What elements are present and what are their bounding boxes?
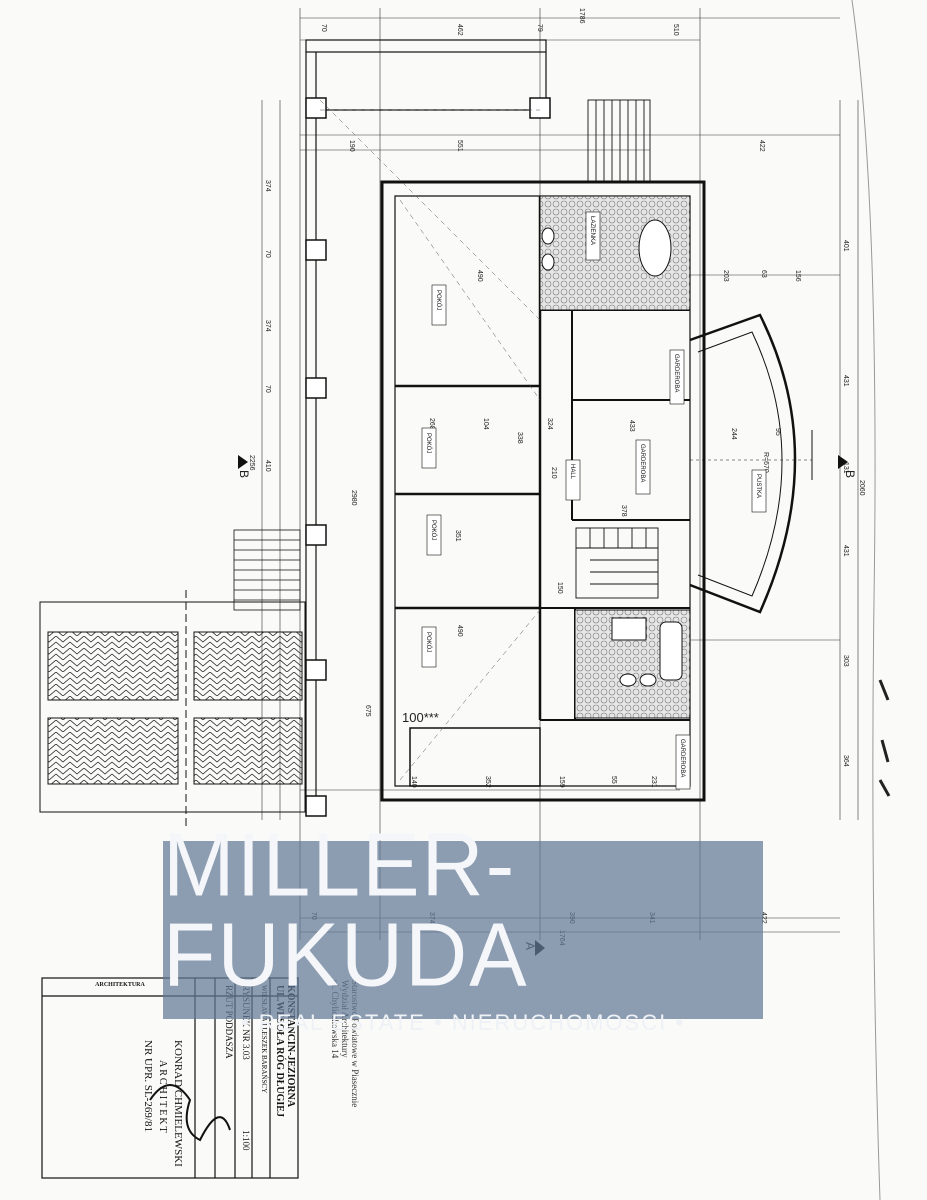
dim-in-10: 433 [628, 420, 635, 432]
top-stairs [587, 99, 651, 183]
dim-in-9: 150 [556, 582, 563, 594]
section-mark-left: B [237, 470, 251, 478]
dim-top-3: 79 [536, 24, 543, 32]
internal-stairs [575, 527, 659, 599]
dim-top-7: 190 [348, 140, 355, 152]
drawing-scale: 1:100 [241, 1130, 251, 1151]
dim-right-5: 431 [842, 545, 849, 557]
dim-in-12: 244 [730, 428, 737, 440]
dim-in-15: 203 [722, 270, 729, 282]
room-label-pokoj-1: POKÓJ [435, 290, 442, 310]
dim-right-7: 364 [842, 755, 849, 767]
dim-left-3: 374 [264, 320, 271, 332]
dim-right-1: 401 [842, 240, 849, 252]
dim-left-2: 70 [264, 250, 271, 258]
section-mark-right: B [843, 470, 857, 478]
dim-bot-7: 140 [410, 776, 417, 788]
signature [149, 1084, 231, 1142]
architect-title: ARCHITEKT [157, 1060, 168, 1135]
columns [305, 97, 551, 817]
dim-bot-10: 55 [610, 776, 617, 784]
dim-in-7: 324 [546, 418, 553, 430]
room-label-pokoj-3: POKÓJ [430, 520, 437, 540]
dim-left-4: 70 [264, 385, 271, 393]
dim-in-6: 338 [516, 432, 523, 444]
watermark-subtitle: • REAL ESTATE • NIERUCHOMOSCI • [240, 1010, 686, 1035]
dim-right-4: 2060 [858, 480, 865, 496]
dim-left-7: 2980 [350, 490, 357, 506]
dim-left-8: 675 [364, 705, 371, 717]
external-stairs [233, 529, 301, 611]
dim-top-1: 70 [320, 24, 327, 32]
dim-in-8: 210 [550, 467, 557, 479]
dim-in-11: 378 [620, 505, 627, 517]
paper-edge [851, 0, 881, 1200]
architect-name: KONRAD CHMIELEWSKI [172, 1040, 184, 1167]
roof-hatch [39, 590, 306, 830]
dim-top-8: 422 [758, 140, 765, 152]
room-labels: POKÓJ POKÓJ POKÓJ POKÓJ ŁAZIENKA GARDERO… [402, 211, 767, 790]
dim-in-1: 490 [476, 270, 483, 282]
curved-bay [689, 313, 813, 614]
dim-in-13: 95 [774, 428, 781, 436]
room-label-garderoba-2: GARDEROBA [639, 444, 645, 482]
roof-lines [319, 99, 541, 781]
watermark-title: MILLER-FUKUDA [163, 814, 529, 1006]
dim-left-1: 374 [264, 180, 271, 192]
sanitary-fixtures [541, 219, 683, 687]
architect-header: ARCHITEKTURA [95, 982, 145, 988]
room-label-pokoj-4: POKÓJ [425, 632, 432, 652]
level-mark: 100*** [402, 710, 439, 725]
dim-top-2: 462 [456, 24, 463, 36]
dim-top-4: 510 [672, 24, 679, 36]
watermark-banner: MILLER-FUKUDA • REAL ESTATE • NIERUCHOMO… [163, 820, 763, 1035]
architect-license: NR UPR. SL-269/81 [142, 1040, 154, 1132]
dim-left-5: 410 [264, 460, 271, 472]
dim-bot-5: 422 [760, 912, 767, 924]
dim-in-5: 104 [482, 418, 489, 430]
dim-top-5: 1786 [578, 8, 585, 24]
dim-left-6: 2256 [248, 455, 255, 471]
dim-in-14: R=670 [762, 452, 769, 473]
dim-in-2: 268 [428, 418, 435, 430]
dim-bot-11: 231 [650, 776, 657, 788]
dim-right-2: 431 [842, 375, 849, 387]
dim-right-3: 131 [842, 462, 849, 474]
dim-top-6: 551 [456, 140, 463, 152]
room-label-hall: HALL [569, 464, 575, 480]
room-label-lazienka-1: ŁAZIENKA [589, 216, 595, 245]
room-label-pokoj-2: POKÓJ [425, 433, 432, 453]
dim-in-3: 490 [456, 625, 463, 637]
room-label-garderoba-1: GARDEROBA [673, 354, 679, 392]
dim-in-4: 351 [454, 530, 461, 542]
pergola [305, 39, 547, 800]
dim-right-6: 303 [842, 655, 849, 667]
dim-bot-8: 352 [484, 776, 491, 788]
room-label-pustka: PUSTKA [755, 474, 761, 498]
dim-in-17: 156 [794, 270, 801, 282]
room-label-garderoba-3: GARDEROBA [679, 739, 685, 777]
dim-in-16: 63 [760, 270, 767, 278]
dim-bot-9: 159 [558, 776, 565, 788]
